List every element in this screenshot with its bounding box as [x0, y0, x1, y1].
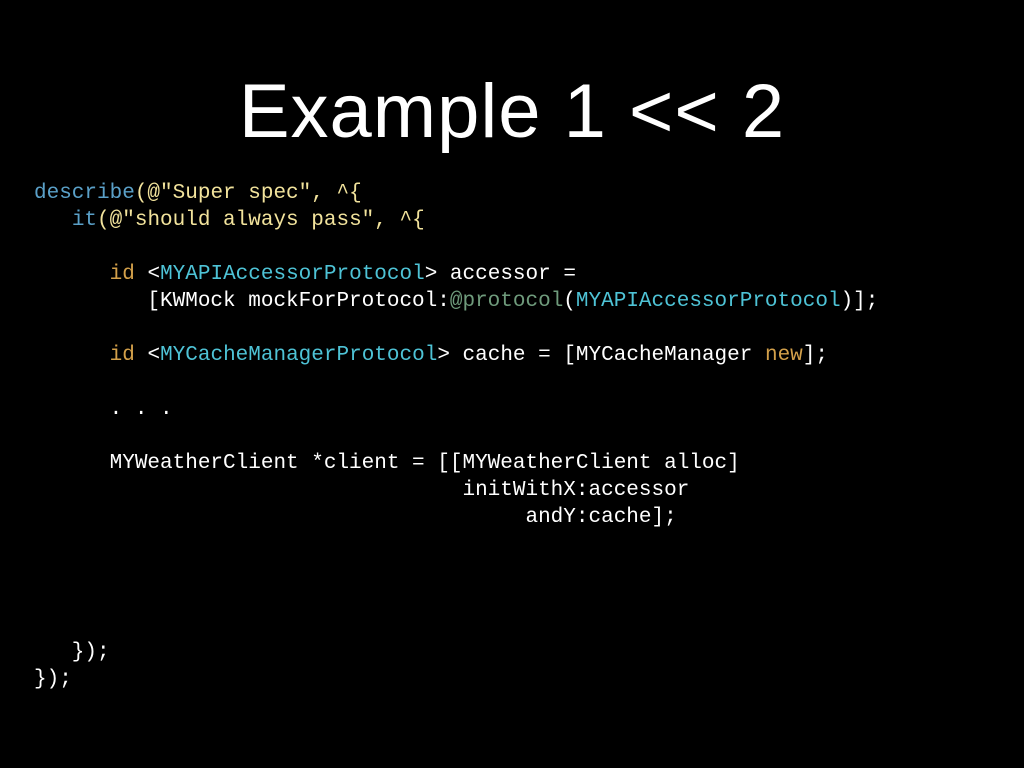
code-token-function: it: [71, 209, 98, 232]
code-line: initWithX:accessor: [34, 477, 878, 504]
code-line: [34, 315, 878, 342]
code-token-type: MYCacheManagerProtocol: [160, 344, 438, 367]
code-token-string: (@"Super spec", ^{: [134, 182, 362, 205]
code-token-keyword: new: [764, 344, 803, 367]
code-token-string: (@"should always pass", ^{: [97, 209, 425, 232]
code-token: andY:cache];: [34, 506, 677, 529]
code-token: [34, 344, 110, 367]
code-token: });: [34, 641, 110, 664]
slide-title: Example 1 << 2: [238, 69, 786, 154]
code-line: . . .: [34, 396, 878, 423]
code-line: [KWMock mockForProtocol:@protocol(MYAPIA…: [34, 288, 878, 315]
code-token-keyword: id: [109, 263, 135, 286]
code-line: [34, 423, 878, 450]
code-token-directive: @protocol: [449, 290, 564, 313]
code-token: ];: [802, 344, 828, 367]
code-token-keyword: id: [109, 344, 135, 367]
code-token-type: MYAPIAccessorProtocol: [160, 263, 425, 286]
code-line: it(@"should always pass", ^{: [34, 207, 878, 234]
code-token: > cache = [MYCacheManager: [437, 344, 765, 367]
code-line: });: [34, 639, 878, 666]
code-line: [34, 612, 878, 639]
code-token: > accessor =: [424, 263, 576, 286]
code-token: (: [563, 290, 576, 313]
code-line: id <MYCacheManagerProtocol> cache = [MYC…: [34, 342, 878, 369]
code-block: describe(@"Super spec", ^{ it(@"should a…: [34, 180, 878, 693]
code-line: [34, 369, 878, 396]
code-token: <: [134, 263, 161, 286]
code-token: [34, 209, 72, 232]
code-token-type: MYAPIAccessorProtocol: [575, 290, 841, 313]
code-token-function: describe: [34, 182, 135, 205]
code-token: MYWeatherClient *client = [[MYWeatherCli…: [34, 452, 740, 475]
code-line: describe(@"Super spec", ^{: [34, 180, 878, 207]
code-token: [KWMock mockForProtocol:: [34, 290, 450, 313]
code-line: [34, 234, 878, 261]
code-token: initWithX:accessor: [34, 479, 690, 502]
code-line: MYWeatherClient *client = [[MYWeatherCli…: [34, 450, 878, 477]
code-line: andY:cache];: [34, 504, 878, 531]
code-line: [34, 531, 878, 558]
code-line: });: [34, 666, 878, 693]
code-token: });: [34, 668, 72, 691]
code-token: )];: [840, 290, 879, 313]
code-token: [34, 263, 110, 286]
code-token: <: [134, 344, 161, 367]
code-line: [34, 585, 878, 612]
code-line: id <MYAPIAccessorProtocol> accessor =: [34, 261, 878, 288]
code-line: [34, 558, 878, 585]
code-token: . . .: [34, 398, 173, 421]
